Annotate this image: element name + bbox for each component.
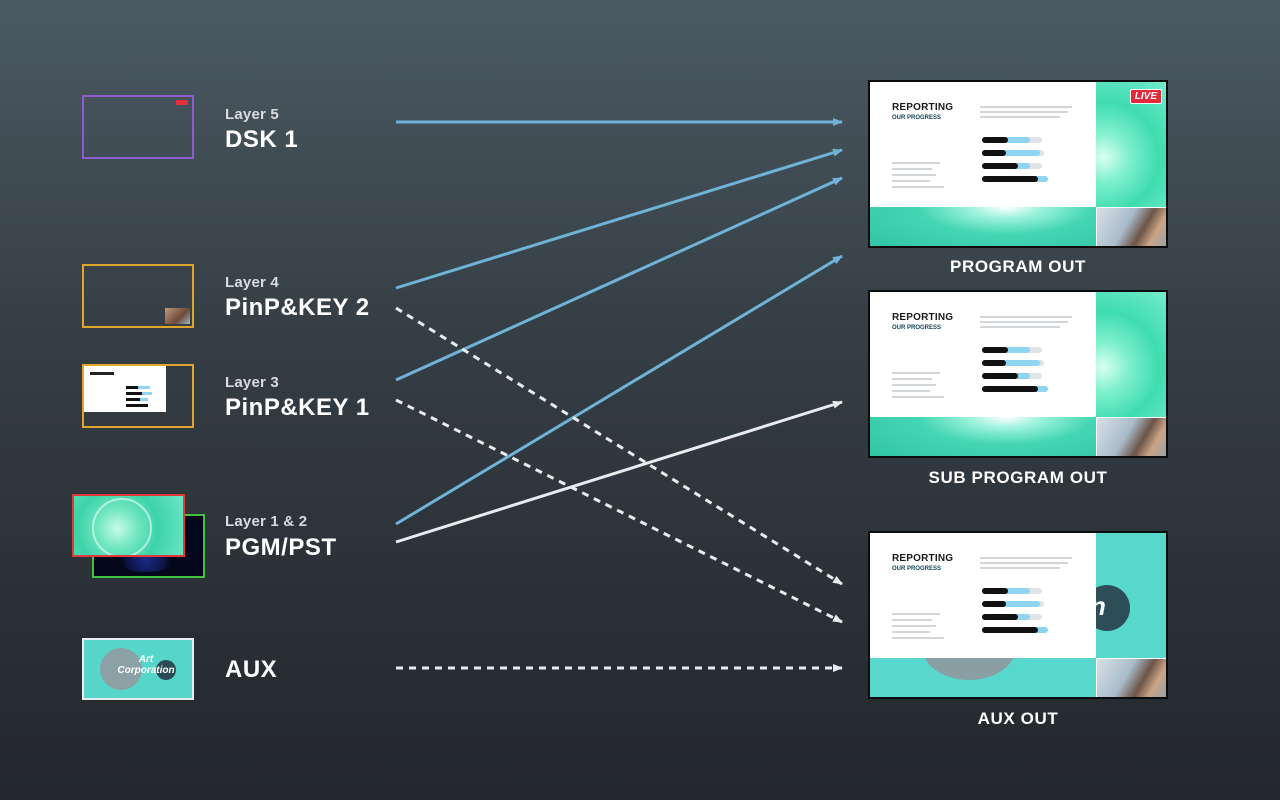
screen-title: REPORTING [892,553,954,564]
layer1-2-label: Layer 1 & 2 [225,513,308,530]
program-out-label: PROGRAM OUT [950,257,1086,276]
arrow-pinp2-to-program [395,148,843,290]
sub-program-out-label: SUB PROGRAM OUT [928,468,1108,487]
pgm-pst-label: PGM/PST [225,534,337,561]
screen-subtitle: OUR PROGRESS [892,115,942,121]
presenter-camera [1096,417,1166,456]
aux-logo-fragment: n [1096,591,1106,622]
sub-program-out-monitor: REPORTING OUR PROGRESS [868,290,1168,458]
presenter-camera [1096,207,1166,246]
layer3-label: Layer 3 [225,374,279,391]
aux-logo: Art Corporation [117,654,175,676]
arrow-pgm-to-subprogram [395,400,843,544]
live-badge: LIVE [1129,89,1162,104]
dsk1-label: DSK 1 [225,126,299,153]
pinp-key1-label: PinP&KEY 1 [225,394,370,421]
aux-out-label: AUX OUT [977,709,1059,728]
arrow-pinp2-to-aux [395,306,843,586]
screen-title: REPORTING [892,312,954,323]
arrow-pinp1-to-aux [395,398,843,624]
aux-out-monitor: REPORTING OUR PROGRESS n [868,531,1168,699]
arrow-pinp1-to-program [395,176,843,382]
arrow-pgm-to-program [395,254,843,526]
layer4-label: Layer 4 [225,274,279,291]
document-inset [84,366,166,412]
live-badge-mini [176,100,188,105]
screen-subtitle: OUR PROGRESS [892,325,942,331]
program-thumbnail [72,494,185,557]
aux-label: AUX [225,656,278,683]
pinp-key1-thumbnail [82,364,194,428]
layer5-label: Layer 5 [225,106,279,123]
pinp-key2-thumbnail [82,264,194,328]
pinp-key2-label: PinP&KEY 2 [225,294,370,321]
screen-subtitle: OUR PROGRESS [892,566,942,572]
camera-inset [165,308,190,324]
dsk1-thumbnail [82,95,194,159]
screen-title: REPORTING [892,102,954,113]
presenter-camera [1096,658,1166,697]
aux-thumbnail: Art Corporation [82,638,194,700]
program-out-monitor: REPORTING OUR PROGRESS LIVE [868,80,1168,248]
